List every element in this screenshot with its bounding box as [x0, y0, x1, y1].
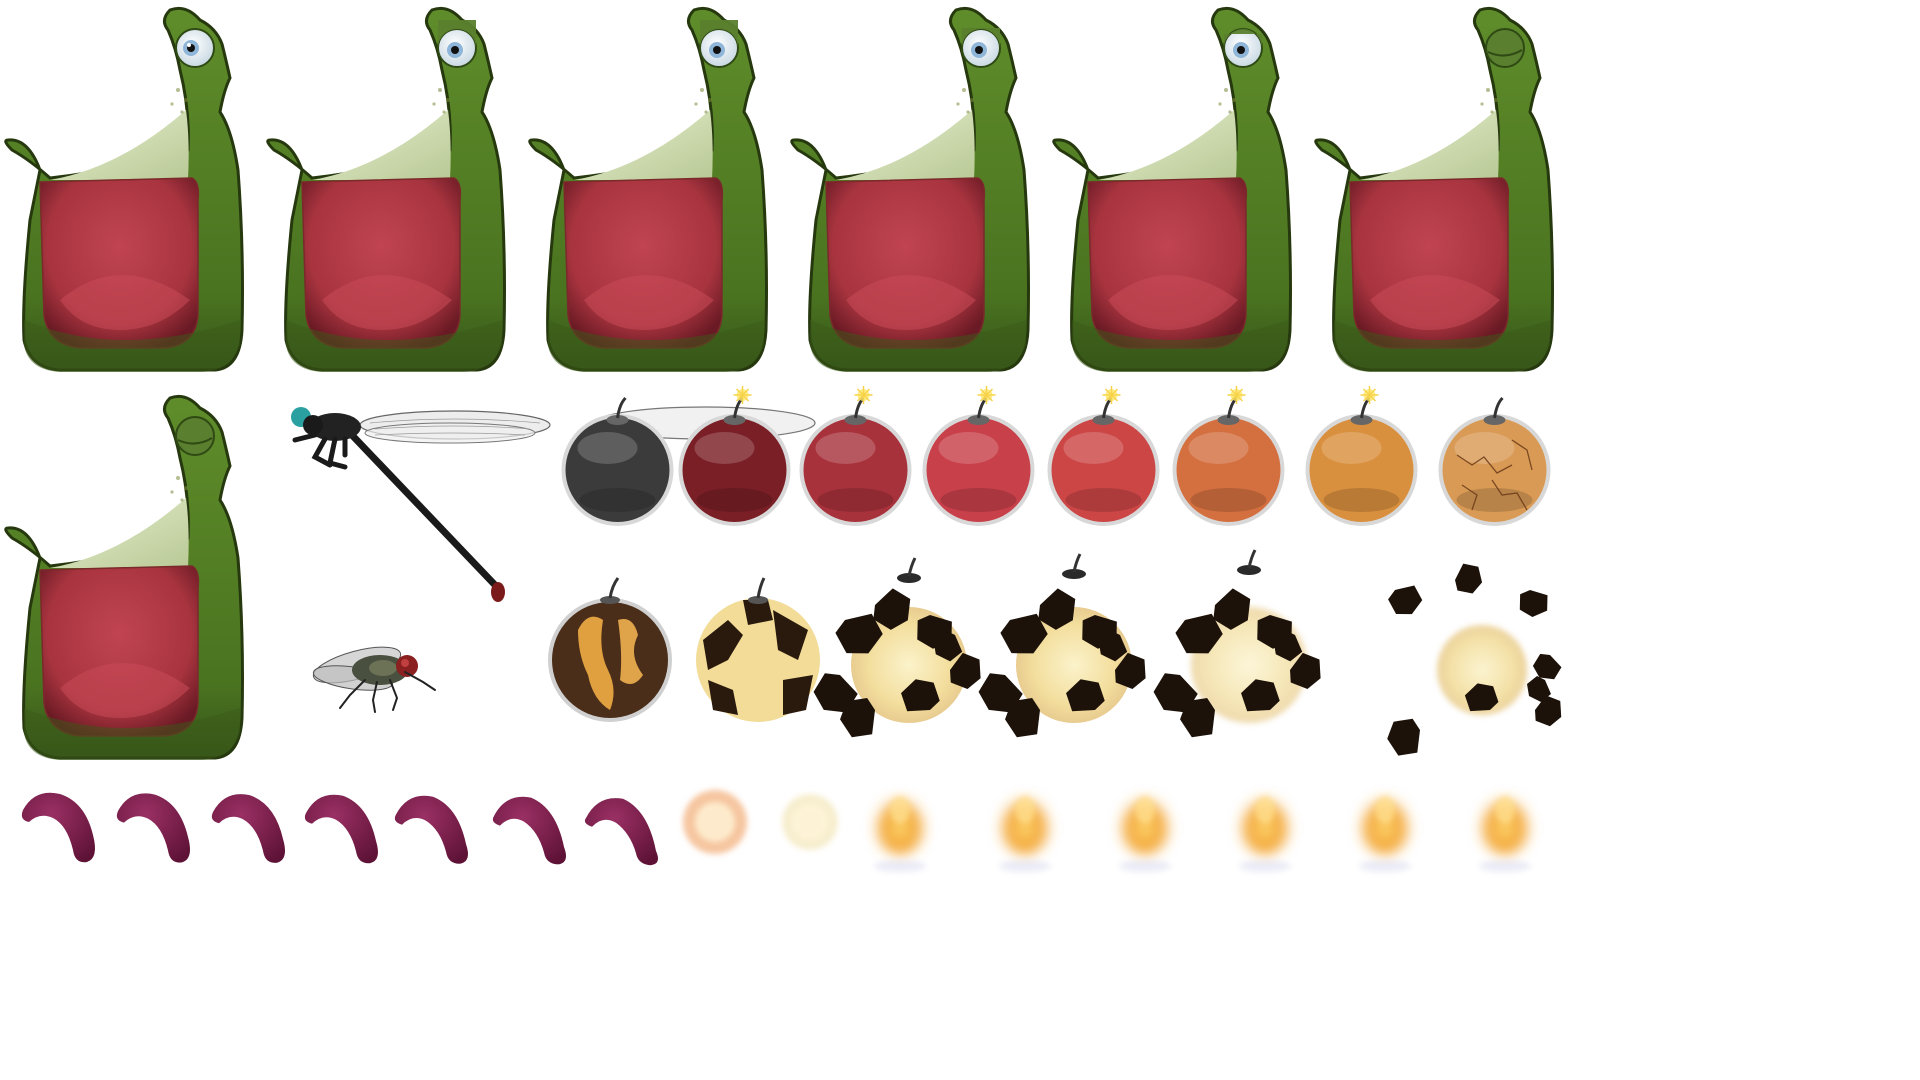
explosion-frame-5 [1153, 549, 1345, 760]
glow-orb-pale [770, 770, 855, 880]
explosion-frame-1 [548, 560, 718, 760]
tongue-frame-3 [205, 780, 300, 880]
explosion-frame-6 [1387, 560, 1570, 760]
flame-puff-6 [1465, 770, 1550, 880]
frog-eye-blink-3 [786, 0, 1036, 380]
flame-puff-3 [1105, 770, 1190, 880]
fly-icon [305, 630, 445, 720]
fruit-bomb-maroon [672, 385, 797, 535]
tongue-frame-5 [388, 780, 483, 880]
frog-eye-blink-1 [262, 0, 512, 380]
flame-puff-2 [985, 770, 1070, 880]
frog-eye-closed [1310, 0, 1560, 380]
tongue-frame-4 [298, 780, 393, 880]
tongue-frame-7 [578, 780, 673, 880]
fruit-bomb-black [555, 385, 680, 535]
explosion-frame-3 [813, 557, 1005, 760]
fruit-bomb-amber [1299, 385, 1424, 535]
fruit-bomb-orange [1166, 385, 1291, 535]
flame-puff-5 [1345, 770, 1430, 880]
frog-eye-blink-2 [524, 0, 774, 380]
fruit-bomb-red-3 [1041, 385, 1166, 535]
explosion-frame-2 [688, 560, 858, 760]
fruit-bomb-red-1 [793, 385, 918, 535]
tongue-frame-6 [486, 780, 581, 880]
flame-puff-1 [860, 770, 945, 880]
dragonfly-icon [275, 395, 816, 610]
flame-puff-4 [1225, 770, 1310, 880]
frog-eye-blink-4 [1048, 0, 1298, 380]
explosion-frame-4 [978, 553, 1170, 760]
fruit-bomb-cracked [1432, 385, 1557, 535]
glow-orb-warm [675, 770, 760, 880]
frog-eye-open [0, 0, 250, 380]
frog-eye-closed-2 [0, 388, 250, 768]
fruit-bomb-red-2 [916, 385, 1041, 535]
tongue-frame-2 [110, 780, 205, 880]
tongue-frame-1 [15, 780, 110, 880]
